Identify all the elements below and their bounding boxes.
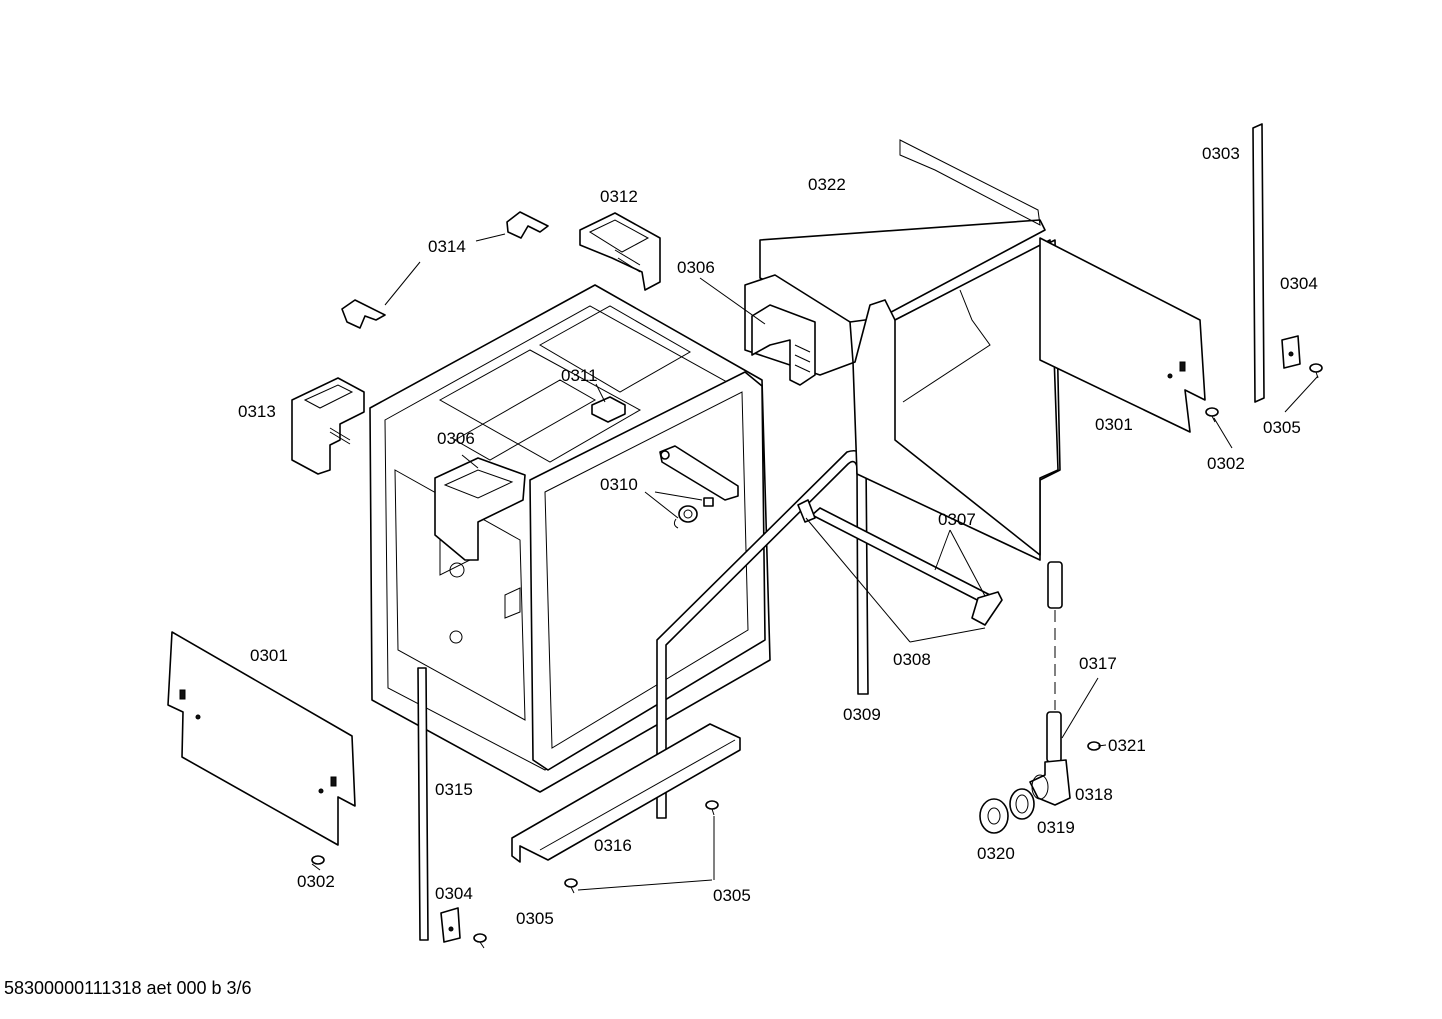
label-0308: 0308 [893, 650, 931, 669]
part-0304-left-spacer [440, 907, 461, 943]
document-id-footer: 58300000111318 aet 000 b 3/6 [4, 978, 252, 998]
part-0312-bracket [579, 212, 661, 291]
part-0321-screw [1087, 741, 1107, 751]
label-0302-left: 0302 [297, 872, 335, 891]
label-0317: 0317 [1079, 654, 1117, 673]
leader-lines [384, 233, 1319, 891]
label-0313: 0313 [238, 402, 276, 421]
part-0307-0308-bar [797, 499, 1003, 626]
part-0306-right-bracket [751, 304, 816, 386]
part-0306-tub-bracket [434, 457, 526, 561]
label-0304-right: 0304 [1280, 274, 1318, 293]
part-0304-right-spacer [1281, 335, 1301, 369]
label-0315: 0315 [435, 780, 473, 799]
part-0305-screws-bottom [473, 800, 719, 949]
part-0322-cover [744, 139, 1061, 561]
part-0302-left-screw [311, 855, 325, 871]
label-0314: 0314 [428, 237, 466, 256]
label-0305-right: 0305 [1263, 418, 1301, 437]
part-0314-clips [341, 211, 549, 329]
part-0303-right-strip [1252, 123, 1265, 403]
label-0309: 0309 [843, 705, 881, 724]
part-0311-top-clip [591, 396, 626, 423]
part-0313-bracket [291, 377, 365, 475]
label-0302-right: 0302 [1207, 454, 1245, 473]
part-0302-right-screw [1205, 407, 1219, 423]
part-0309-door-seal [656, 449, 869, 819]
label-0310: 0310 [600, 475, 638, 494]
label-0319: 0319 [1037, 818, 1075, 837]
label-0303: 0303 [1202, 144, 1240, 163]
label-0301-left: 0301 [250, 646, 288, 665]
part-0301-left-panel [167, 631, 356, 846]
label-0305-middle: 0305 [713, 886, 751, 905]
part-0319-ring [1009, 788, 1035, 820]
label-0312: 0312 [600, 187, 638, 206]
part-0305-right-screw [1309, 363, 1323, 379]
label-0321: 0321 [1108, 736, 1146, 755]
label-0322: 0322 [808, 175, 846, 194]
part-0301-right-panel [1039, 237, 1206, 433]
label-0307: 0307 [938, 510, 976, 529]
part-0320-cap [979, 798, 1009, 834]
part-0317-hose [1046, 561, 1063, 763]
label-0304-left: 0304 [435, 884, 473, 903]
label-0311: 0311 [561, 366, 598, 385]
part-0316-bottom-rail [511, 723, 741, 863]
part-0310-hinge [659, 445, 739, 529]
part-0318-elbow [1029, 759, 1071, 806]
part-labels: 0312 0314 0306 0322 0303 0304 0311 0313 … [238, 144, 1318, 928]
label-0306-right: 0306 [677, 258, 715, 277]
label-0301-right: 0301 [1095, 415, 1133, 434]
label-0316: 0316 [594, 836, 632, 855]
label-0318: 0318 [1075, 785, 1113, 804]
label-0320: 0320 [977, 844, 1015, 863]
label-0305-left: 0305 [516, 909, 554, 928]
label-0306-left: 0306 [437, 429, 475, 448]
part-0315-side-strip [417, 667, 429, 941]
